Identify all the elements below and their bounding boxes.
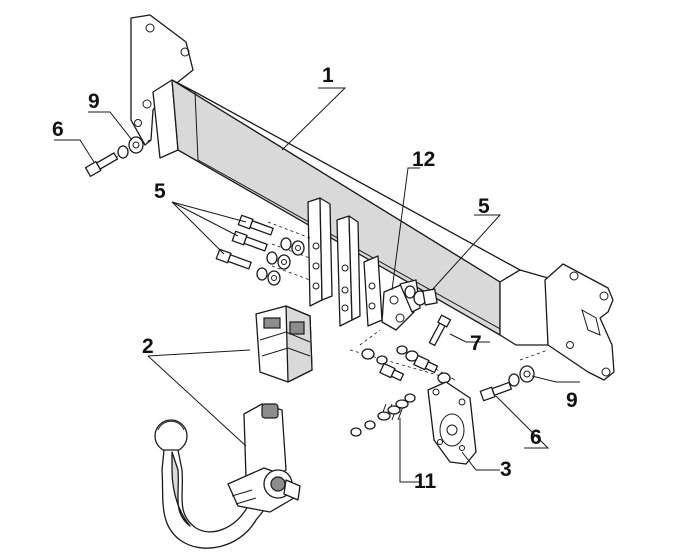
pin-bolt [428, 314, 452, 347]
callout-labels: 1 2 3 5 5 6 6 7 9 9 11 12 [52, 64, 578, 493]
bolt-washer-left [84, 136, 144, 177]
mounting-brackets [307, 197, 383, 327]
callout-5-right: 5 [478, 195, 490, 218]
tow-ball-assembly [154, 403, 301, 549]
socket-plate [427, 381, 477, 465]
bolt-set-left [215, 214, 305, 286]
callout-5-left: 5 [154, 180, 166, 203]
cross-beam [130, 14, 615, 381]
callout-11: 11 [414, 470, 437, 493]
bolt-set-right [404, 285, 438, 306]
callout-6-right: 6 [530, 426, 542, 449]
leader-lines [54, 87, 580, 483]
spring-assembly [350, 393, 416, 437]
callout-2: 2 [142, 335, 154, 358]
bolt-washer-right [479, 365, 535, 402]
callout-3: 3 [500, 458, 512, 481]
callout-7: 7 [470, 332, 482, 355]
bracket-bolts [361, 345, 451, 384]
callout-1: 1 [322, 64, 334, 87]
connector-housing [255, 305, 313, 383]
callout-12: 12 [412, 148, 435, 171]
callout-9-left: 9 [88, 90, 100, 113]
socket-bracket [381, 279, 421, 331]
callout-6-left: 6 [52, 118, 64, 141]
callout-9-right: 9 [566, 389, 578, 412]
